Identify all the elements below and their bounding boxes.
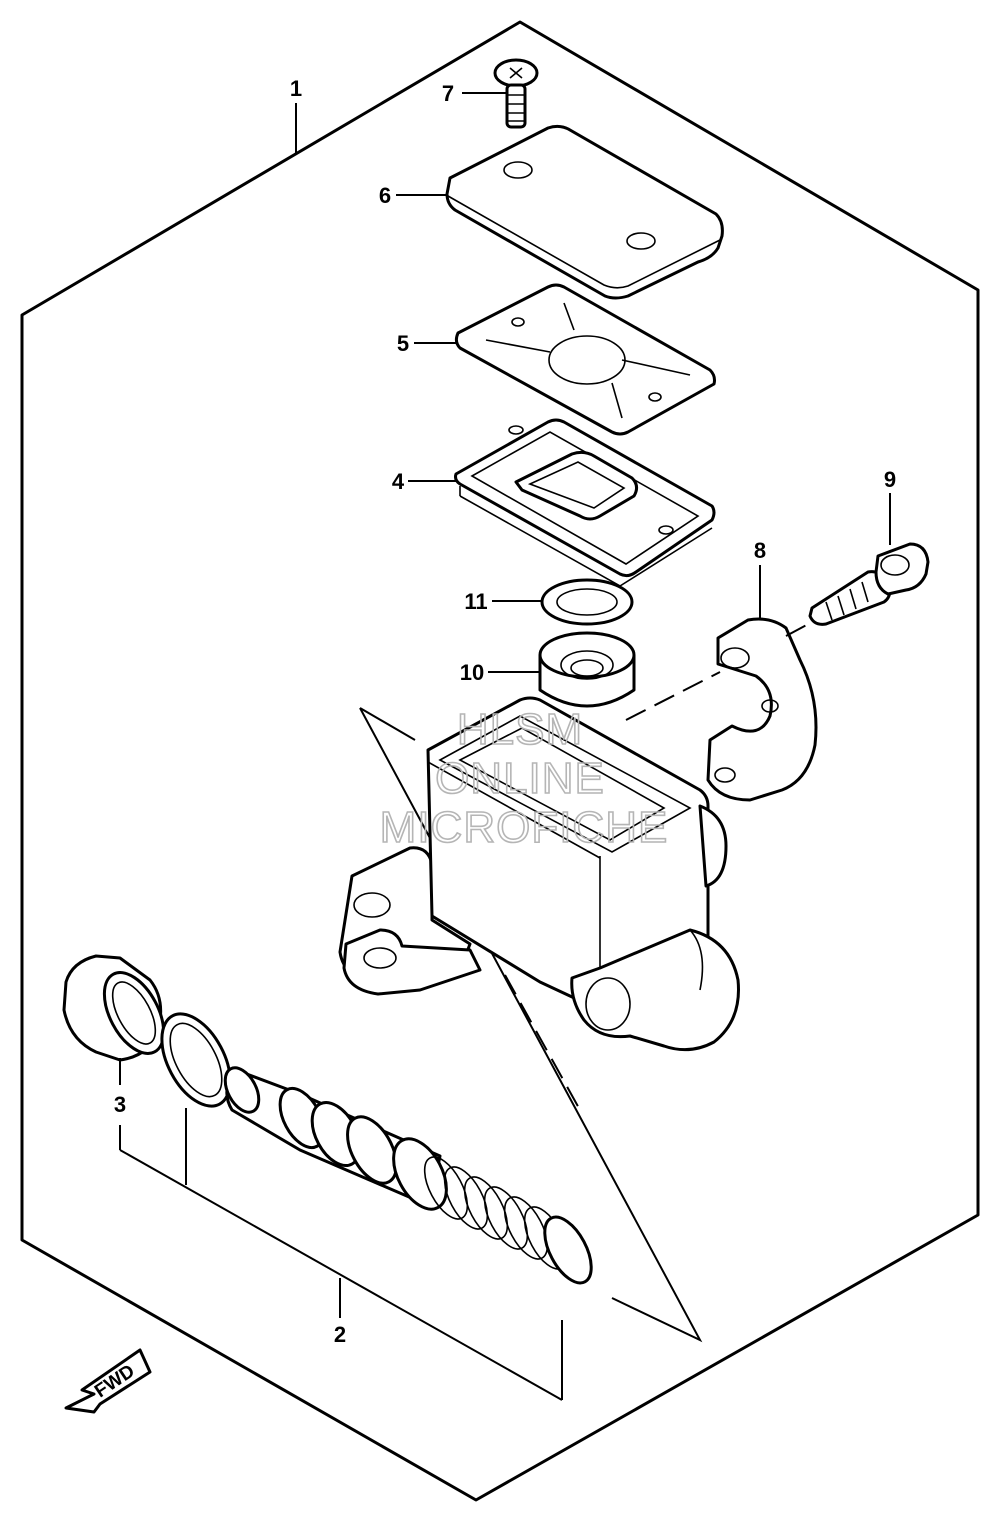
callout-6: 6 — [379, 183, 391, 208]
assembly-outline — [20, 20, 980, 1502]
fwd-arrow-icon: FWD — [64, 1348, 152, 1414]
callout-3: 3 — [114, 1092, 126, 1117]
master-cylinder-body — [338, 696, 740, 1052]
callouts: 1 2 3 4 5 6 7 8 9 10 11 — [114, 76, 896, 1347]
callout-5: 5 — [397, 331, 409, 356]
dust-boot-part-3 — [62, 954, 166, 1062]
callout-leaders — [295, 92, 891, 673]
gasket-part-4 — [454, 418, 716, 587]
piston-spring-part-2 — [223, 1066, 593, 1285]
circlip — [160, 1012, 232, 1108]
reservoir-cap-part-6 — [445, 124, 724, 300]
callout-1: 1 — [290, 76, 302, 101]
callout-4: 4 — [392, 469, 405, 494]
watermark-line-2: ONLINE — [435, 754, 605, 803]
boot-part-10 — [538, 631, 636, 708]
callout-7: 7 — [442, 81, 454, 106]
screw-part-7 — [493, 58, 539, 129]
callout-8: 8 — [754, 538, 766, 563]
watermark: HLSM ONLINE MICROFICHE — [379, 704, 669, 853]
clamp-part-8 — [706, 617, 818, 802]
callout-2: 2 — [334, 1322, 346, 1347]
watermark-line-1: HLSM — [457, 705, 583, 754]
o-ring-part-11 — [540, 578, 634, 626]
callout-10: 10 — [460, 660, 484, 685]
kit-bracket — [119, 1058, 563, 1401]
watermark-line-3: MICROFICHE — [380, 803, 669, 852]
diaphragm-plate-part-5 — [454, 283, 716, 436]
callout-11: 11 — [464, 589, 487, 614]
bolt-part-9 — [808, 542, 930, 626]
spring-coils — [423, 1156, 593, 1285]
callout-9: 9 — [884, 467, 896, 492]
